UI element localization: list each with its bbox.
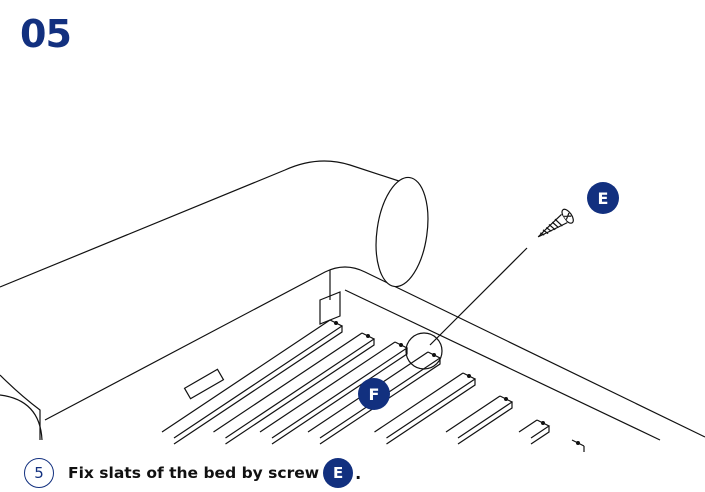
screw-hole: [399, 343, 404, 348]
screw-icon: [537, 208, 574, 238]
screw-hole: [366, 334, 371, 339]
backrest-top-edge: [0, 160, 406, 288]
screw-hole: [504, 397, 509, 402]
frame-inner-line: [344, 289, 661, 441]
left-bulge: [0, 394, 43, 441]
slat: [161, 319, 344, 445]
armrest-roll: [375, 176, 429, 288]
instruction-period: .: [355, 463, 362, 483]
bracket-back: [319, 291, 341, 325]
slats: [161, 319, 585, 452]
part-f-callout: F: [358, 378, 390, 410]
bracket-left: [183, 368, 225, 400]
leader-line: [429, 247, 528, 346]
slat: [213, 332, 376, 445]
detail-circle: [405, 332, 443, 370]
step-number: 05: [20, 12, 72, 56]
screw-hole: [467, 374, 472, 379]
slat: [445, 395, 514, 445]
frame-top-edge: [44, 266, 705, 438]
part-e-inline-badge: E: [323, 458, 354, 488]
part-e-callout: E: [587, 182, 619, 214]
backrest-lower-edge: [0, 374, 41, 440]
slat: [518, 419, 551, 445]
screw-hole: [334, 321, 339, 326]
slat: [374, 372, 477, 445]
instruction-text: Fix slats of the bed by screw: [68, 464, 320, 482]
substep-number: 5: [24, 458, 54, 488]
instruction-line: 5 Fix slats of the bed by screw E .: [24, 458, 361, 488]
slat: [259, 341, 409, 445]
screw-hole: [575, 441, 580, 446]
screw-hole: [540, 421, 545, 426]
screw-hole: [432, 353, 437, 358]
